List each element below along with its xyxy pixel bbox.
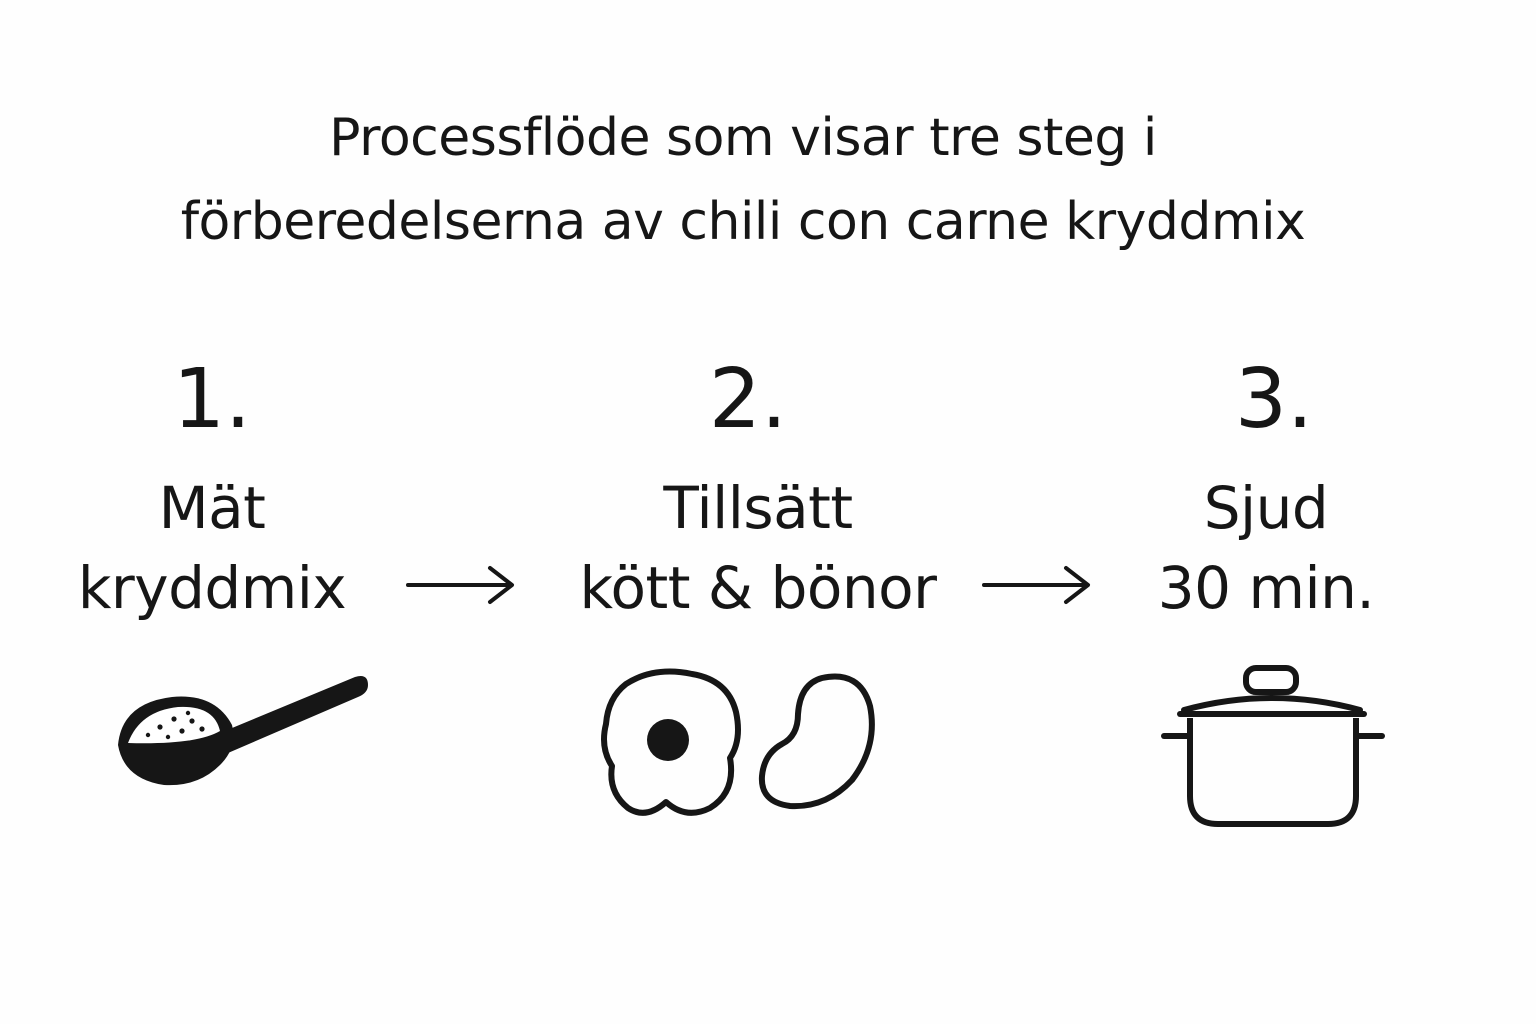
step-1-label-line-2: kryddmix	[77, 554, 347, 622]
step-3-label: Sjud 30 min.	[1036, 468, 1496, 628]
step-2-number: 2.	[708, 352, 788, 447]
step-1-label-line-1: Mät	[158, 474, 266, 542]
step-1-number: 1.	[172, 352, 252, 447]
title-line-2: förberedelserna av chili con carne krydd…	[180, 192, 1306, 252]
diagram-title: Processflöde som visar tre steg i förber…	[0, 96, 1486, 264]
egg-and-bean-icon	[601, 668, 875, 816]
step-1-label: Mät kryddmix	[0, 468, 442, 628]
step-3-label-line-2: 30 min.	[1157, 554, 1375, 622]
step-3-label-line-1: Sjud	[1203, 474, 1329, 542]
arrow-right-icon	[406, 566, 514, 604]
title-line-1: Processflöde som visar tre steg i	[329, 108, 1157, 168]
arrow-right-icon	[982, 566, 1090, 604]
cooking-pot-icon	[1161, 665, 1385, 827]
step-2-label-line-1: Tillsätt	[663, 474, 853, 542]
step-2-label-line-2: kött & bönor	[579, 554, 937, 622]
step-3-number: 3.	[1234, 352, 1314, 447]
measuring-spoon-icon	[118, 676, 368, 786]
step-2-label: Tillsätt kött & bönor	[528, 468, 988, 628]
